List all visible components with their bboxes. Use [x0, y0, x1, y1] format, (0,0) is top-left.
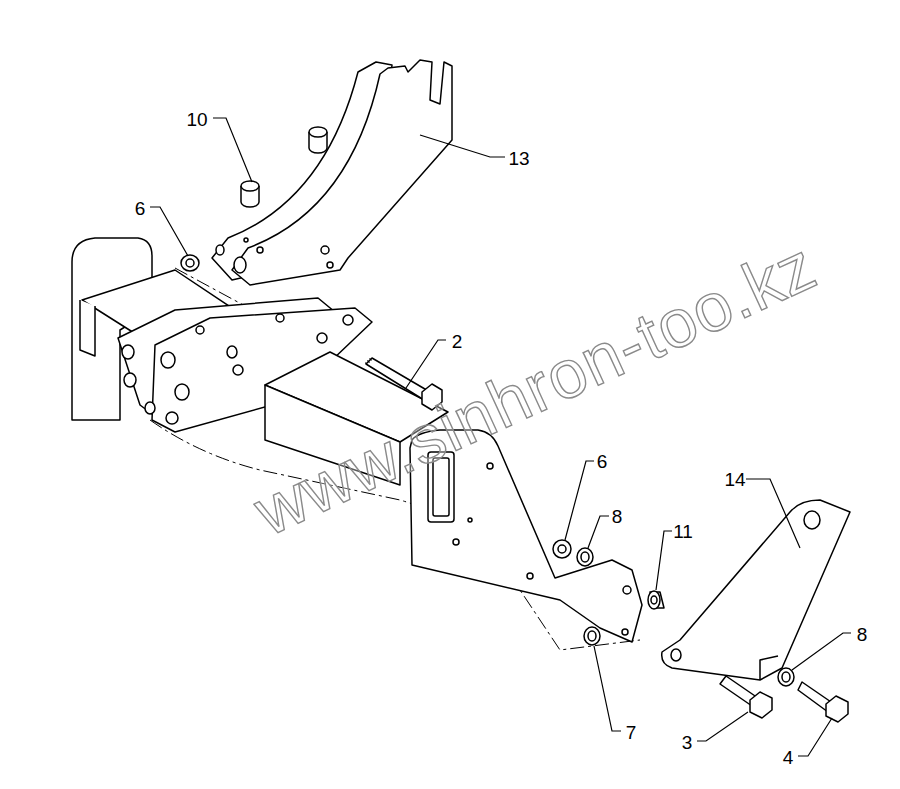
callout-number: 13	[508, 149, 529, 168]
callout-number: 14	[724, 470, 745, 489]
nut	[181, 255, 199, 271]
bolt	[798, 682, 848, 722]
callout-number: 11	[673, 522, 693, 541]
callout-number: 8	[612, 507, 623, 526]
bracket-arm	[232, 60, 452, 285]
watermark: www.sinhron-too.kz	[245, 230, 825, 546]
bracket-plate	[662, 500, 850, 680]
callout-number: 7	[626, 723, 637, 742]
washer	[584, 627, 600, 645]
callout-number: 4	[783, 748, 794, 767]
callout-number: 6	[135, 199, 146, 218]
nut	[553, 540, 571, 558]
callout-number: 3	[682, 733, 693, 752]
beam-edge	[80, 300, 95, 356]
spacer	[241, 127, 327, 207]
washer	[778, 668, 794, 686]
bolt	[720, 676, 772, 718]
leader-lines	[150, 118, 851, 756]
callout-number: 2	[452, 332, 463, 351]
washer	[577, 548, 593, 566]
callout-number: 8	[857, 625, 868, 644]
bush	[648, 591, 664, 609]
callout-number: 6	[597, 452, 608, 471]
callout-number: 10	[186, 110, 207, 129]
